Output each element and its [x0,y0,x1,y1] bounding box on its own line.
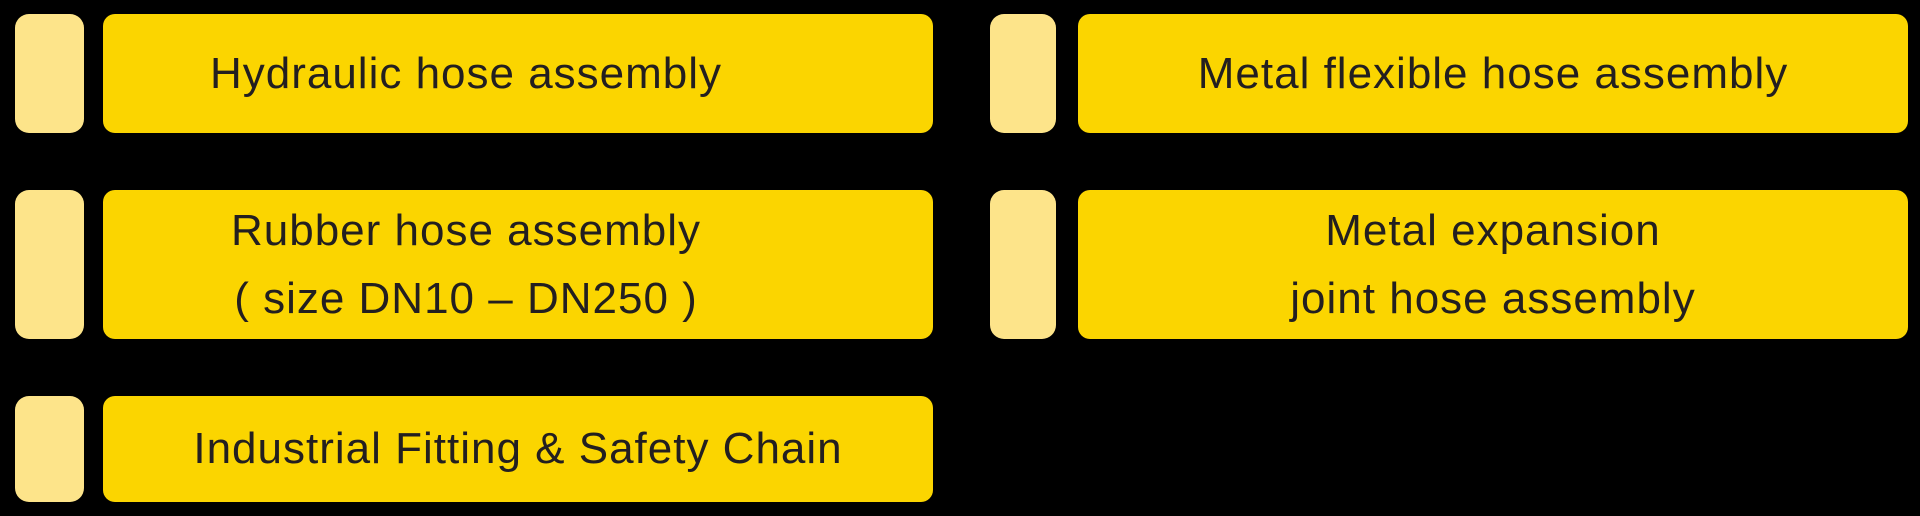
card-metal-expansion-joint-hose-assembly[interactable]: Metal expansion joint hose assembly [990,190,1908,339]
card-label: Industrial Fitting & Safety Chain [193,424,843,473]
card-label-line2: joint hose assembly [1290,273,1696,323]
card-hydraulic-hose-assembly[interactable]: Hydraulic hose assembly [15,14,933,133]
card-button[interactable]: Hydraulic hose assembly [103,14,933,133]
card-label-line1: Metal expansion [1325,205,1661,255]
card-button[interactable]: Metal expansion joint hose assembly [1078,190,1908,339]
card-label-line1: Rubber hose assembly [230,205,701,255]
card-industrial-fitting-safety-chain[interactable]: Industrial Fitting & Safety Chain [15,396,933,502]
card-label-line2: ( size DN10 – DN250 ) [234,273,698,323]
card-label: Metal flexible hose assembly [1197,48,1789,98]
card-rubber-hose-assembly[interactable]: Rubber hose assembly ( size DN10 – DN250… [15,190,933,339]
accent-bar [15,190,84,339]
card-button[interactable]: Industrial Fitting & Safety Chain [103,396,933,502]
accent-bar [15,396,84,502]
card-label: Hydraulic hose assembly [209,48,723,98]
card-button[interactable]: Rubber hose assembly ( size DN10 – DN250… [103,190,933,339]
accent-bar [990,14,1056,133]
accent-bar [990,190,1056,339]
card-button[interactable]: Metal flexible hose assembly [1078,14,1908,133]
accent-bar [15,14,84,133]
card-metal-flexible-hose-assembly[interactable]: Metal flexible hose assembly [990,14,1908,133]
